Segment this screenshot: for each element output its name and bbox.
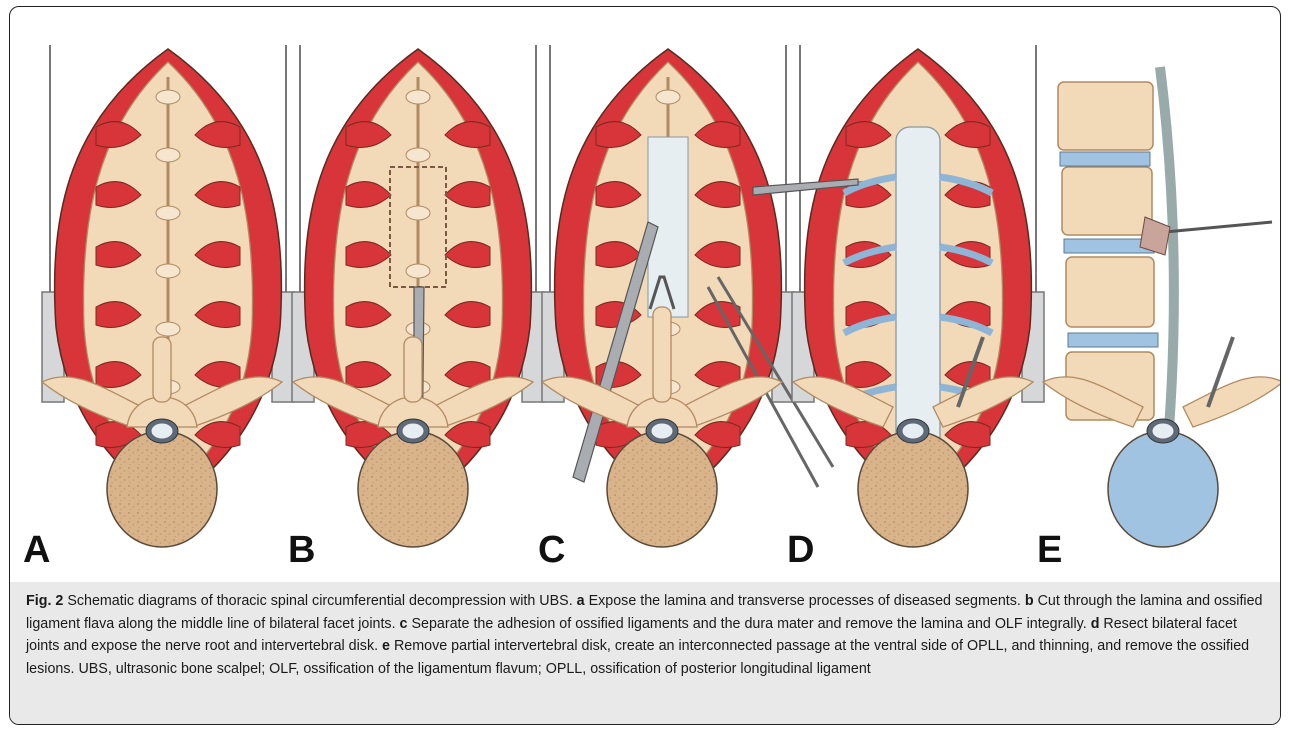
ubs-lateral (1165, 222, 1272, 232)
vertebral-body-axial (107, 431, 217, 547)
spinous-process (156, 90, 180, 104)
caption-item-text-a: Expose the lamina and transverse process… (585, 593, 1025, 609)
spinal-cord (402, 423, 424, 439)
figure-illustration: A B C D E (10, 7, 1281, 582)
intervertebral-disc-3 (1068, 333, 1158, 347)
panel-label-c: C (538, 531, 565, 569)
vertebral-body-3 (1066, 257, 1154, 327)
caption-item-letter-e: e (382, 638, 390, 654)
intervertebral-disc-1 (1060, 152, 1150, 166)
spinal-cord (651, 423, 673, 439)
panel-label-a: A (23, 531, 50, 569)
panel-label-b: B (288, 531, 315, 569)
vertebral-body-axial (1108, 431, 1218, 547)
transverse-process-right (1183, 377, 1281, 427)
spinous-process (406, 148, 430, 162)
vertebral-body-1 (1058, 82, 1153, 150)
lateral-view (1058, 67, 1272, 477)
caption-intro: Schematic diagrams of thoracic spinal ci… (63, 593, 576, 609)
figure-frame: A B C D E Fig. 2 Schematic diagrams of t… (9, 6, 1281, 725)
spinous-process (406, 206, 430, 220)
spinous-process (156, 148, 180, 162)
caption-item-text-c: Separate the adhesion of ossified ligame… (407, 616, 1090, 632)
spinous-process (656, 90, 680, 104)
caption-item-letter-a: a (577, 593, 585, 609)
spinal-cord (151, 423, 173, 439)
spinous-process (406, 264, 430, 278)
spinal-cord (1152, 423, 1174, 439)
panel-label-d: D (787, 531, 814, 569)
panel-label-e: E (1037, 531, 1062, 569)
vertebral-body-2 (1062, 167, 1152, 235)
figure-caption: Fig. 2 Schematic diagrams of thoracic sp… (10, 582, 1281, 725)
spinous-process (156, 264, 180, 278)
posterior-ligament (1160, 67, 1174, 477)
illustration-svg (10, 7, 1281, 582)
spinous-process-axial (653, 307, 671, 402)
caption-item-letter-b: b (1025, 593, 1034, 609)
spinous-process (156, 206, 180, 220)
spinal-cord (902, 423, 924, 439)
spinous-process-axial (404, 337, 422, 402)
vertebral-body-axial (358, 431, 468, 547)
spinous-process (406, 90, 430, 104)
vertebral-body-axial (858, 431, 968, 547)
spinous-process-axial (153, 337, 171, 402)
vertebral-body-axial (607, 431, 717, 547)
caption-fig-label: Fig. 2 (26, 593, 63, 609)
spinous-process (156, 322, 180, 336)
